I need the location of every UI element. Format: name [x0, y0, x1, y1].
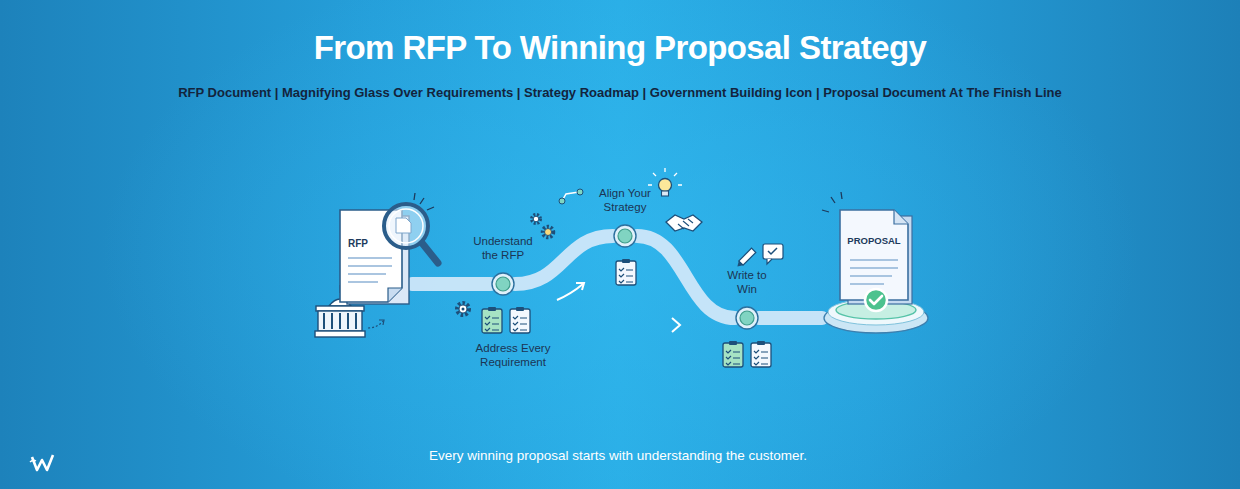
document-node-part-part: [870, 296, 882, 304]
trend-arrow-part: [576, 283, 584, 290]
gear-icon-part: [462, 308, 465, 311]
clipboard-icon: [510, 307, 530, 333]
road-connector: [637, 236, 735, 318]
document-node-part: [822, 198, 930, 336]
document-node-part-part: [348, 258, 392, 282]
milestone-circle-part-part: [736, 307, 758, 329]
milestone-circle-part: [735, 306, 759, 330]
dashed-arrow: [368, 321, 383, 328]
document-node-part-part: [340, 210, 402, 302]
handshake-icon: [666, 215, 702, 231]
step-label: Address Every Requirement: [466, 341, 560, 370]
lightbulb-icon: [648, 168, 682, 196]
document-node-part-part: [865, 289, 887, 311]
arrow-head: [379, 320, 384, 325]
document-node: RFP: [338, 208, 412, 308]
milestone-circle: Align Your Strategy: [613, 224, 637, 248]
handshake-icon-part: [678, 219, 693, 229]
gear-icon-part: [533, 216, 539, 222]
gear-icon-part: [543, 227, 554, 238]
document-node-part-part: [388, 288, 402, 302]
magnifying-glass-part: [422, 243, 438, 263]
document-node-part-part: [894, 210, 908, 224]
magnifying-glass-part: [414, 193, 434, 210]
logo-mark: [30, 455, 53, 470]
milestone-label: Align Your Strategy: [590, 187, 660, 215]
milestone-circle-part: [613, 224, 637, 248]
pencil-icon-part: [735, 261, 743, 269]
document-title: PROPOSAL: [840, 235, 908, 247]
milestone-circle: Write to Win: [735, 306, 759, 330]
road-connector: [412, 277, 491, 291]
government-building-part: [318, 311, 362, 331]
clipboard-icon: [616, 259, 636, 285]
document-node-part-part: [840, 210, 908, 300]
gear-icon-part: [457, 303, 469, 315]
document-node: PROPOSAL: [822, 198, 930, 336]
logo-mark-part: [32, 455, 53, 470]
document-node-part-part: [850, 260, 898, 284]
government-building-part: [315, 331, 365, 337]
milestone-circle-part-part: [614, 225, 636, 247]
road-connector: [759, 311, 822, 325]
milestone-circle-part-part: [618, 229, 632, 243]
gear-icon: [457, 303, 469, 315]
network-dots-part: [577, 189, 583, 195]
milestone-label: Write to Win: [722, 269, 772, 297]
clipboard-icon: [482, 307, 502, 333]
subtitle: RFP Document | Magnifying Glass Over Req…: [0, 85, 1240, 101]
milestone-circle: Understand the RFP: [491, 272, 515, 296]
document-node-part: [338, 208, 412, 308]
milestone-label: Understand the RFP: [465, 235, 541, 263]
gear-icon-part: [459, 305, 467, 313]
trend-arrow-part: [557, 284, 583, 300]
document-title: RFP: [348, 238, 398, 250]
gear-icon: [532, 215, 554, 238]
chat-check-icon: [763, 244, 783, 264]
milestone-circle-part-part: [740, 311, 754, 325]
chat-check-icon-part: [768, 248, 777, 254]
pencil-icon: [735, 248, 756, 269]
gear-icon-part: [532, 215, 541, 224]
pencil-icon-part: [739, 248, 756, 265]
government-building-part: [324, 313, 356, 329]
trend-arrow: [557, 283, 584, 300]
chat-check-icon-part: [763, 244, 783, 259]
chevron-arrow: [672, 318, 680, 332]
network-dots-part: [559, 198, 565, 204]
milestone-circle-part: [491, 272, 515, 296]
clipboard-icon: [723, 341, 743, 367]
lightbulb-icon-part: [662, 191, 669, 196]
caption: Every winning proposal starts with under…: [0, 447, 1236, 464]
chat-check-icon-part: [767, 259, 772, 264]
government-building-part: [316, 306, 364, 311]
lightbulb-icon-part: [659, 179, 672, 192]
milestone-circle-part-part: [492, 273, 514, 295]
milestone-circle-part-part: [496, 277, 510, 291]
title: From RFP To Winning Proposal Strategy: [0, 28, 1240, 68]
logo-mark-part: [30, 460, 36, 462]
sparkle-lines: [822, 192, 842, 212]
gear-icon-part: [545, 229, 552, 236]
handshake-icon-part: [666, 215, 702, 231]
network-dots: [559, 189, 583, 204]
clipboard-icon: [751, 341, 771, 367]
